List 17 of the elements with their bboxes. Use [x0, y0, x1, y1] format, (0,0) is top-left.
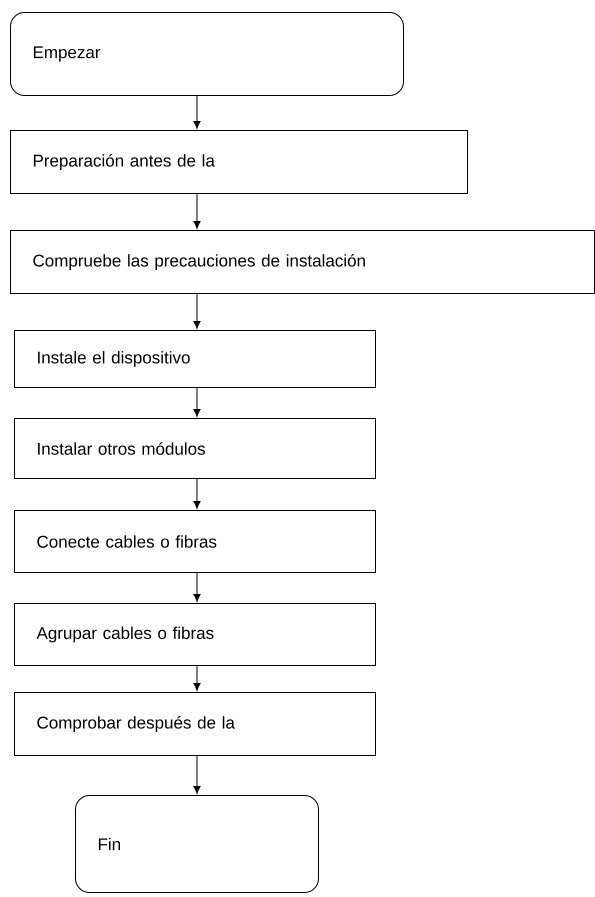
arrow	[193, 478, 201, 509]
arrow	[193, 294, 201, 329]
arrow	[193, 666, 201, 691]
process-box: Preparación antes de la	[10, 130, 468, 194]
process-box: Compruebe las precauciones de instalación	[10, 230, 595, 294]
process-box: Conecte cables o fibras	[14, 510, 376, 573]
arrow	[193, 756, 201, 794]
arrow	[193, 572, 201, 602]
arrow	[193, 96, 201, 129]
terminal-box: Empezar	[10, 12, 404, 96]
process-box: Instalar otros módulos	[14, 418, 376, 479]
process-box: Comprobar después de la	[14, 692, 376, 756]
process-box: Instale el dispositivo	[14, 330, 376, 388]
arrow	[193, 194, 201, 229]
terminal-box: Fin	[75, 795, 319, 893]
process-box: Agrupar cables o fibras	[14, 603, 376, 666]
arrow	[193, 388, 201, 417]
